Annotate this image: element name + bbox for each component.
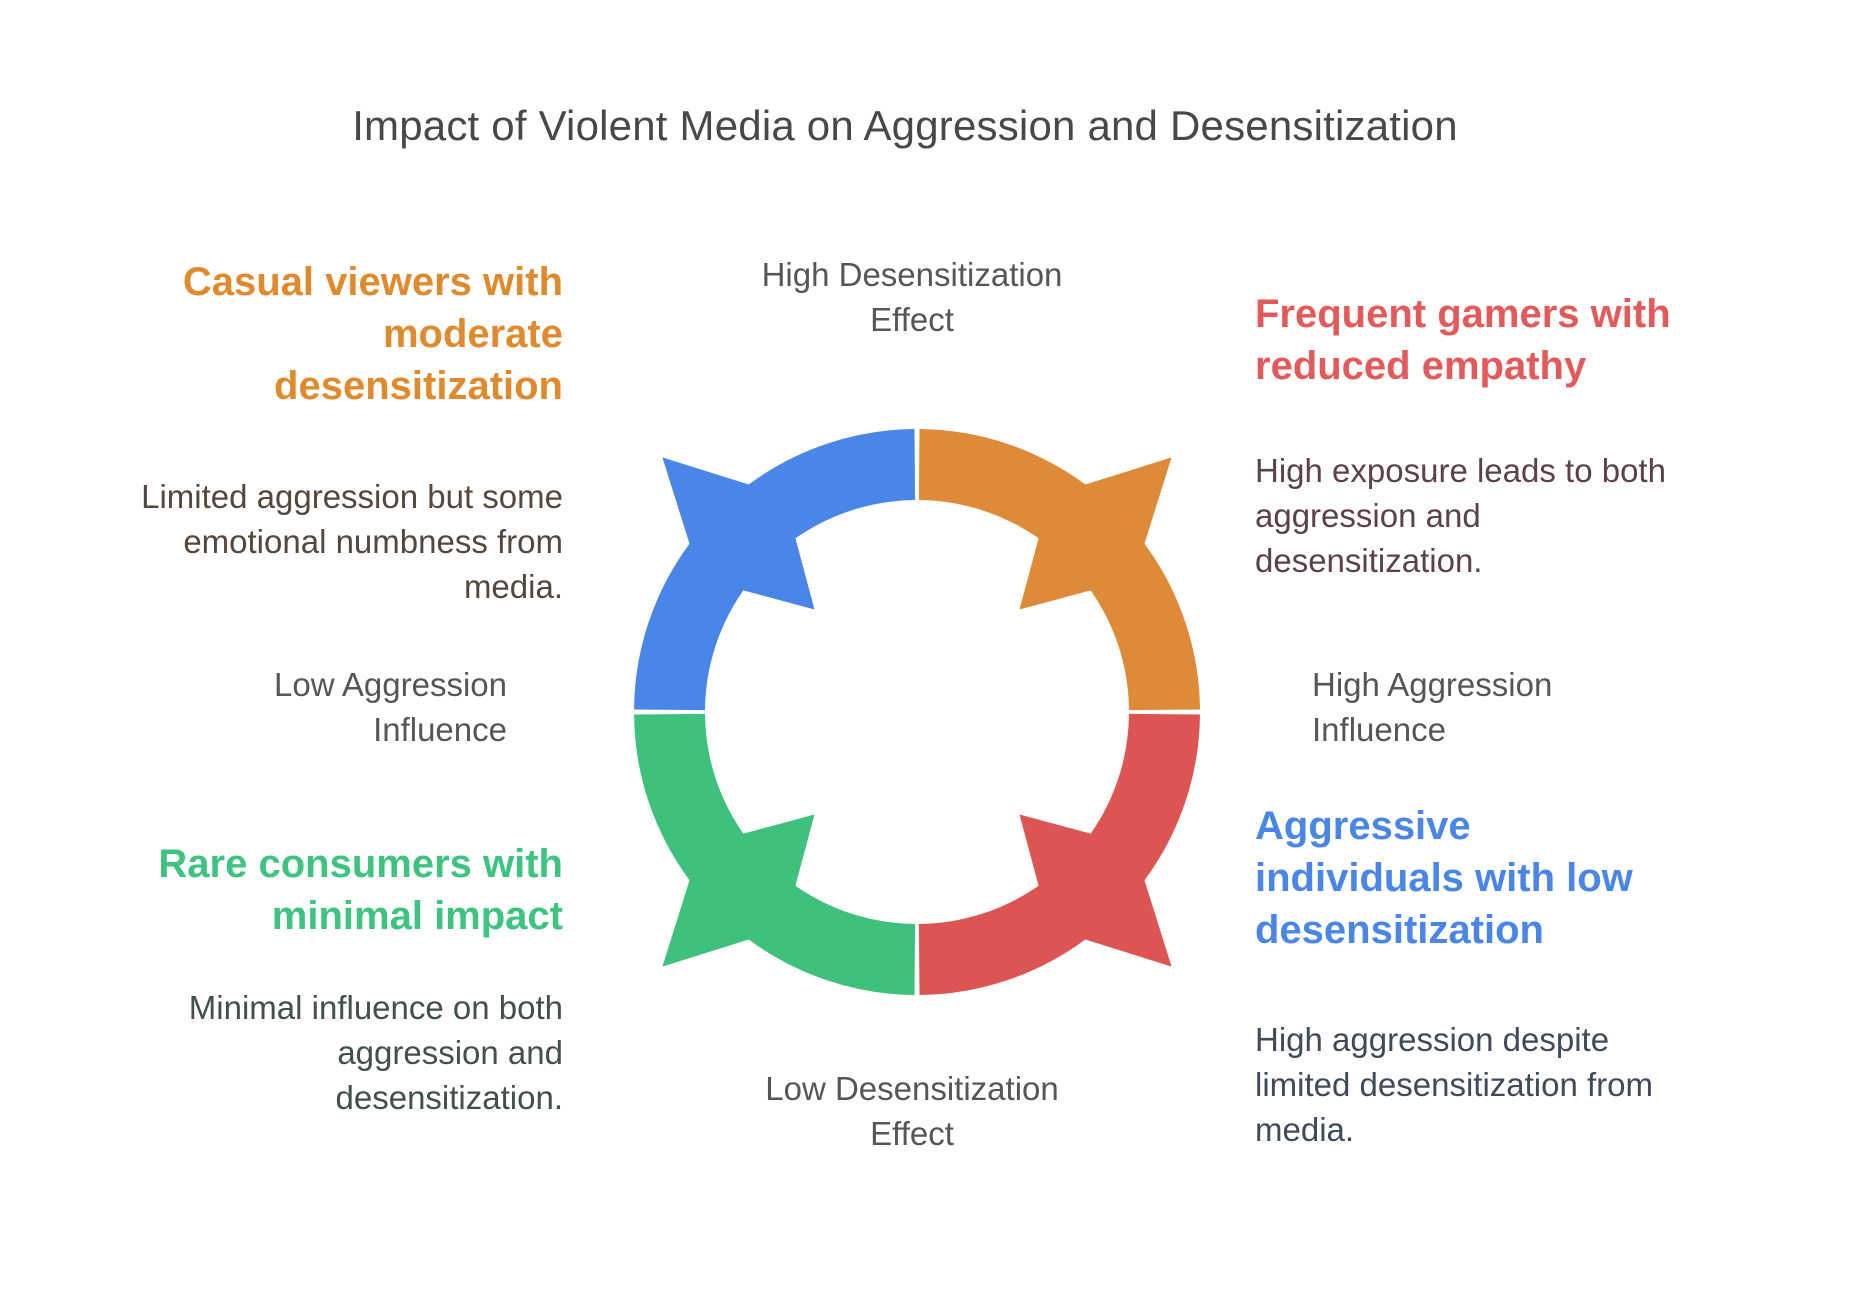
section-heading-frequent-gamers: Frequent gamers with reduced empathy	[1255, 292, 1671, 388]
cycle-segment-top-right	[918, 429, 1200, 711]
cycle-segment-bottom-left	[634, 713, 916, 995]
section-heading-aggressive-individuals: Aggressive individuals with low desensit…	[1255, 804, 1633, 952]
cycle-label-low-desensitization: Low Desensitization Effect	[765, 1070, 1059, 1152]
section-heading-casual-viewers: Casual viewers with moderate desensitiza…	[182, 260, 563, 408]
cycle-label-high-desensitization: High Desensitization Effect	[761, 256, 1063, 338]
section-body-casual-viewers: Limited aggression but some emotional nu…	[141, 478, 563, 605]
section-body-aggressive-individuals: High aggression despite limited desensit…	[1255, 1021, 1653, 1148]
cycle-label-low-aggression: Low Aggression Influence	[274, 666, 507, 748]
cycle-segment-bottom-right	[918, 713, 1200, 995]
section-body-frequent-gamers: High exposure leads to both aggression a…	[1255, 452, 1666, 579]
section-heading-rare-consumers: Rare consumers with minimal impact	[158, 842, 563, 938]
section-body-rare-consumers: Minimal influence on both aggression and…	[188, 989, 563, 1116]
cycle-segment-top-left	[634, 429, 916, 711]
cycle-label-high-aggression: High Aggression Influence	[1312, 666, 1553, 748]
page-title: Impact of Violent Media on Aggression an…	[352, 102, 1458, 149]
